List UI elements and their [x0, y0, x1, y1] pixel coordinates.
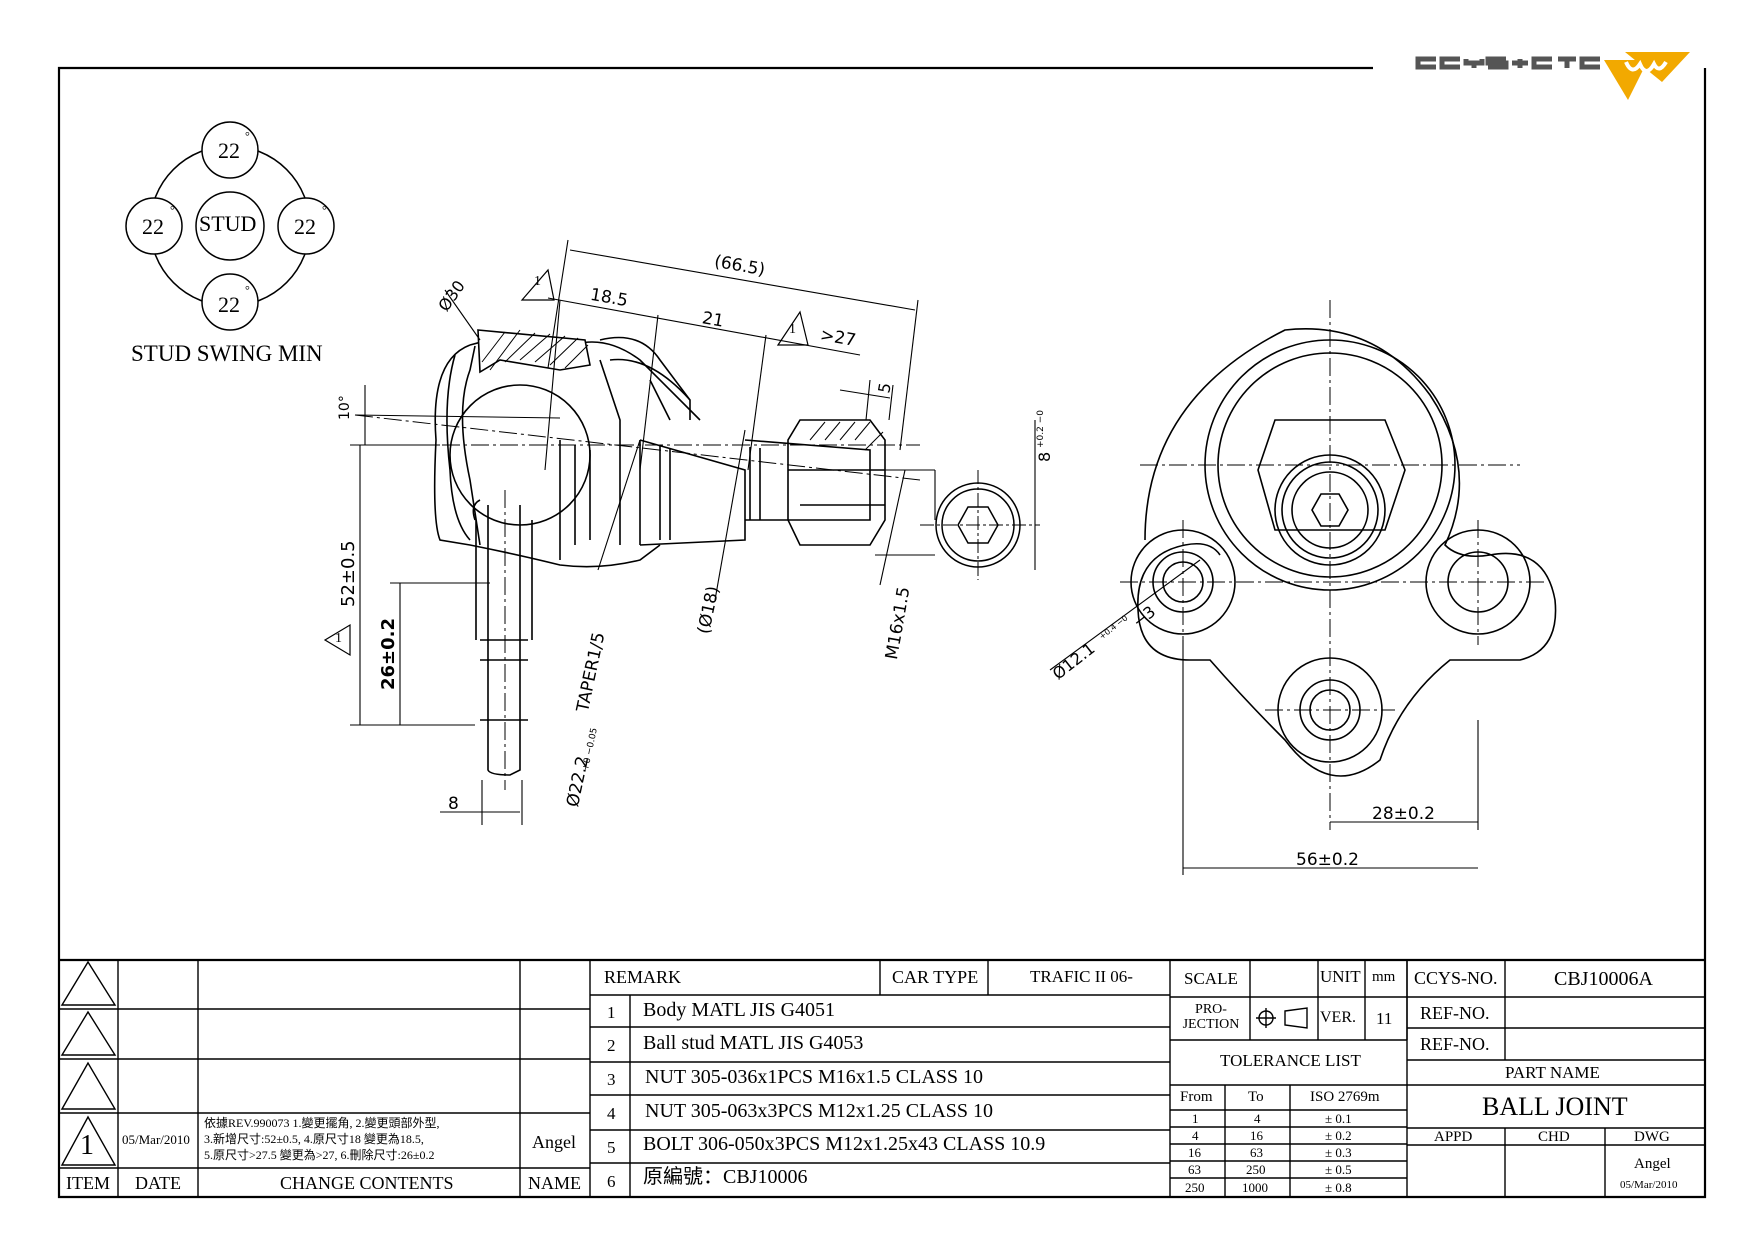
swing-caption: STUD SWING MIN: [131, 341, 323, 366]
dim-10-deg: 10°: [337, 395, 353, 420]
tolerance-row-5-to: 1000: [1242, 1180, 1268, 1195]
chd-label: CHD: [1538, 1129, 1570, 1145]
remark-item-5-text: BOLT 306-050x3PCS M12x1.25x43 CLASS 10.9: [643, 1133, 1046, 1155]
side-view: [354, 329, 921, 790]
dim-hex: 8: [1035, 451, 1054, 462]
dim-28: 28±0.2: [1372, 804, 1435, 824]
remark-item-2-text: Ball stud MATL JIS G4053: [643, 1032, 864, 1054]
appd-label: APPD: [1434, 1129, 1473, 1145]
rev-mark-1: 1: [534, 274, 541, 289]
dim-hex-tol: +0.2 −0: [1036, 410, 1046, 448]
swing-left-degree: °: [170, 203, 175, 217]
top-view: [1120, 300, 1557, 830]
remark-item-2-number: 2: [607, 1036, 616, 1055]
tolerance-to-header: To: [1248, 1089, 1264, 1105]
tolerance-row-5-value: ± 0.8: [1325, 1180, 1352, 1195]
tolerance-iso-header: ISO 2769m: [1310, 1089, 1380, 1105]
unit-label: UNIT: [1320, 967, 1361, 986]
swing-center-label: STUD: [199, 211, 257, 236]
top-view-dimensions: [1049, 559, 1479, 875]
revision-triangles: [323, 268, 809, 657]
header-item: ITEM: [66, 1173, 110, 1193]
dim-56: 56±0.2: [1296, 850, 1359, 870]
revision-content-line-2: 3.新增尺寸:52±0.5, 4.原尺寸18 變更為18.5,: [204, 1132, 424, 1146]
tolerance-row-5-from: 250: [1185, 1180, 1205, 1195]
logo: [1415, 52, 1690, 100]
revision-name: Angel: [532, 1132, 576, 1152]
revision-date: 05/Mar/2010: [122, 1132, 190, 1147]
unit-value: mm: [1372, 969, 1396, 985]
rev-mark-2: 1: [789, 322, 796, 337]
dwg-label: DWG: [1634, 1129, 1670, 1145]
revision-number: 1: [80, 1130, 94, 1161]
tolerance-row-2-from: 4: [1192, 1128, 1199, 1143]
remark-item-1-number: 1: [607, 1003, 616, 1022]
tolerance-row-4-from: 63: [1188, 1162, 1201, 1177]
swing-right-value: 22: [294, 214, 316, 239]
tolerance-row-3-value: ± 0.3: [1325, 1145, 1352, 1160]
tolerance-row-2-to: 16: [1250, 1128, 1263, 1143]
part-name-value: BALL JOINT: [1482, 1092, 1628, 1121]
ccys-no-value: CBJ10006A: [1554, 968, 1653, 990]
swing-bottom-value: 22: [218, 292, 240, 317]
header-change-contents: CHANGE CONTENTS: [280, 1173, 454, 1193]
ref-no-label-2: REF-NO.: [1420, 1034, 1490, 1054]
tolerance-row-3-from: 16: [1188, 1145, 1201, 1160]
dim-21: 21: [700, 308, 726, 332]
revision-content-line-1: 依據REV.990073 1.變更擺角, 2.變更頭部外型,: [204, 1116, 440, 1130]
remark-item-5-number: 5: [607, 1138, 616, 1157]
remark-label: REMARK: [604, 967, 682, 987]
car-type-value: TRAFIC II 06-: [1030, 967, 1133, 986]
swing-right-degree: °: [322, 203, 327, 217]
tolerance-row-1-from: 1: [1192, 1111, 1199, 1126]
tolerance-row-1-to: 4: [1254, 1111, 1261, 1126]
swing-bottom-degree: °: [245, 283, 250, 297]
car-type-label: CAR TYPE: [892, 967, 979, 987]
ver-value: 11: [1376, 1009, 1393, 1028]
remark-item-3-text: NUT 305-036x1PCS M16x1.5 CLASS 10: [645, 1066, 984, 1088]
tolerance-row-4-value: ± 0.5: [1325, 1162, 1352, 1177]
revision-content-line-3: 5.原尺寸>27.5 變更為>27, 6.刪除尺寸:26±0.2: [204, 1148, 435, 1162]
side-view-dimensions: [350, 239, 1036, 825]
ccys-no-label: CCYS-NO.: [1414, 968, 1498, 988]
tolerance-row-3-to: 63: [1250, 1145, 1263, 1160]
scale-label: SCALE: [1184, 969, 1238, 988]
swing-left-value: 22: [142, 214, 164, 239]
tolerance-row-4-to: 250: [1246, 1162, 1266, 1177]
header-name: NAME: [528, 1173, 581, 1193]
tolerance-from-header: From: [1180, 1089, 1213, 1105]
stud-end-view: [920, 470, 1040, 580]
part-name-label: PART NAME: [1505, 1063, 1600, 1082]
title-block-lines: [59, 960, 1705, 1197]
swing-top-degree: °: [245, 129, 250, 143]
dwg-name: Angel: [1634, 1156, 1671, 1172]
stud-swing-diagram: [125, 121, 335, 331]
dim-8: 8: [448, 794, 459, 814]
tolerance-title: TOLERANCE LIST: [1220, 1051, 1361, 1070]
swing-top-value: 22: [218, 138, 240, 163]
rev-mark-3: 1: [335, 631, 342, 646]
dim-52: 52±0.5: [338, 540, 359, 607]
remark-item-4-number: 4: [607, 1104, 616, 1123]
remark-item-6-text: 原編號：CBJ10006: [643, 1166, 808, 1188]
remark-item-1-text: Body MATL JIS G4051: [643, 999, 836, 1021]
remark-item-3-number: 3: [607, 1070, 616, 1089]
dwg-date: 05/Mar/2010: [1620, 1179, 1678, 1191]
dim-26: 26±0.2: [378, 617, 399, 690]
projection-label: PRO- JECTION: [1182, 1002, 1240, 1032]
ver-label: VER.: [1320, 1009, 1356, 1026]
tolerance-row-1-value: ± 0.1: [1325, 1111, 1352, 1126]
tolerance-row-2-value: ± 0.2: [1325, 1128, 1352, 1143]
ref-no-label-1: REF-NO.: [1420, 1003, 1490, 1023]
remark-item-6-number: 6: [607, 1172, 616, 1191]
header-date: DATE: [135, 1173, 181, 1193]
remark-item-4-text: NUT 305-063x3PCS M12x1.25 CLASS 10: [645, 1100, 994, 1122]
